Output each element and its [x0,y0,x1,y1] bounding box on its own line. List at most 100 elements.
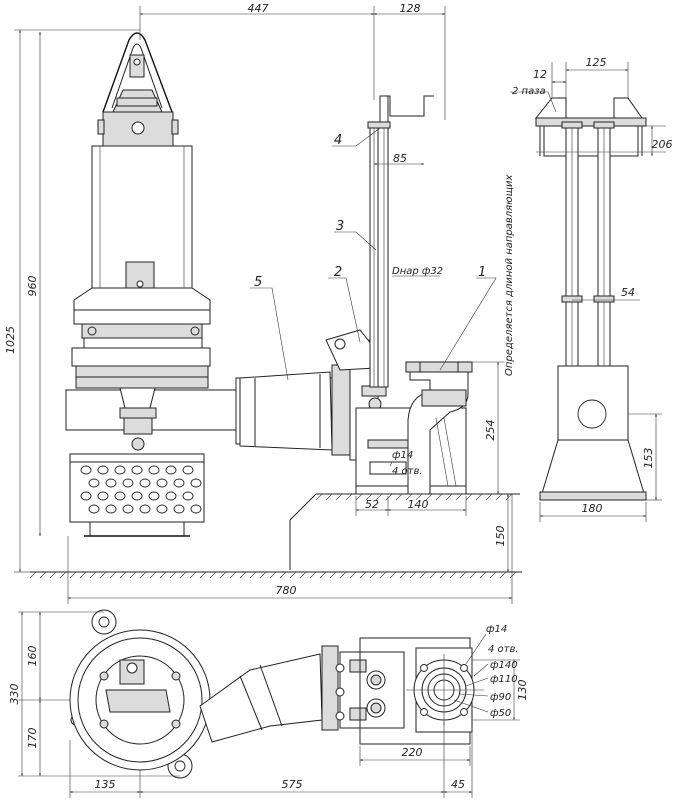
floor-hatch-line [355,493,363,501]
dim-1025: 1025 [4,326,17,354]
strainer-hole [114,491,126,501]
floor-hatch-line [475,493,483,501]
floor-hatch-line [79,571,87,579]
floor-hatch-line [109,571,117,579]
strainer-hole [88,478,100,488]
floor-hatch-line [509,571,517,579]
dim-130: 130 [516,680,529,701]
strainer-hole [173,478,185,488]
floor-hatch-line [369,571,377,579]
floor-hatch-line [479,571,487,579]
strainer-hole [105,478,117,488]
floor-hatch-line [335,493,343,501]
discharge-pipe [235,364,351,456]
floor-hatch-line [239,571,247,579]
floor-hatch-line [345,493,353,501]
floor-hatch-line [445,493,453,501]
floor-hatch-line [365,493,373,501]
dim-960: 960 [26,276,39,297]
plan-label-d50: ф50 [490,708,511,719]
dimension-lines [14,6,666,798]
floor-line [29,493,522,579]
strainer-hole [131,465,143,475]
strainer-hole [173,504,185,514]
callout-2: 2 [334,265,342,280]
floor-hatch-line [315,493,323,501]
dim-220: 220 [402,746,423,759]
plan-label-holes-4: 4 отв. [488,644,519,655]
plan-label-d110: ф110 [490,674,518,685]
strainer-hole [190,504,202,514]
floor-hatch-line [89,571,97,579]
floor-hatch-line [29,571,37,579]
floor-hatch-line [465,493,473,501]
dim-153: 153 [642,448,655,469]
dim-170: 170 [26,728,39,749]
plan-label-d90: ф90 [490,692,511,703]
dim-125: 125 [586,56,607,69]
floor-hatch-line [259,571,267,579]
floor-hatch-line [459,571,467,579]
floor-hatch-line [495,493,503,501]
floor-hatch-line [425,493,433,501]
floor-hatch-line [415,493,423,501]
label-hole-14: ф14 [392,450,413,461]
coupling-base [325,329,473,495]
dimension-texts: 447 128 85 1025 960 254 150 780 52 140 1… [4,2,673,791]
plan-label-hole-14: ф14 [486,624,507,635]
dim-45: 45 [451,778,465,791]
floor-hatch-line [485,493,493,501]
floor-hatch-line [349,571,357,579]
floor-hatch-line [319,571,327,579]
dim-12: 12 [533,68,547,81]
floor-hatch-line [169,571,177,579]
floor-hatch-line [179,571,187,579]
floor-hatch-line [419,571,427,579]
floor-hatch-line [39,571,47,579]
pump-elevation [65,32,237,537]
strainer-hole [182,491,194,501]
strainer-hole [131,491,143,501]
floor-hatch-line [489,571,497,579]
floor-hatch-line [289,571,297,579]
floor-hatch-line [399,571,407,579]
strainer-hole [114,465,126,475]
dim-330: 330 [8,684,21,705]
dim-575: 575 [282,778,303,791]
plan-label-d140: ф140 [490,660,518,671]
floor-hatch-line [149,571,157,579]
strainer-hole [122,478,134,488]
floor-hatch-line [249,571,257,579]
floor-hatch-line [229,571,237,579]
strainer-hole [190,478,202,488]
callout-1: 1 [478,265,486,280]
floor-hatch-line [395,493,403,501]
strainer-hole [105,504,117,514]
floor-hatch-line [69,571,77,579]
label-slots: 2 паза [512,86,546,97]
guide-rails [367,95,434,388]
plan-view [69,609,484,779]
callout-5: 5 [254,275,262,290]
strainer-hole [97,491,109,501]
dim-85: 85 [393,152,407,165]
label-holes-4: 4 отв. [392,466,423,477]
floor-hatch-line [499,571,507,579]
floor-hatch-line [429,571,437,579]
floor-hatch-line [359,571,367,579]
strainer-hole [88,504,100,514]
dim-780: 780 [276,584,297,597]
floor-hatch-line [299,571,307,579]
floor-hatch-line [439,571,447,579]
strainer-hole [165,465,177,475]
strainer-hole [97,465,109,475]
floor-hatch-line [505,493,513,501]
strainer-hole [139,478,151,488]
strainer-hole [156,478,168,488]
floor-hatch-line [99,571,107,579]
dim-140: 140 [408,498,429,511]
floor-hatch-line [449,571,457,579]
floor-hatch-line [469,571,477,579]
strainer-hole [80,491,92,501]
